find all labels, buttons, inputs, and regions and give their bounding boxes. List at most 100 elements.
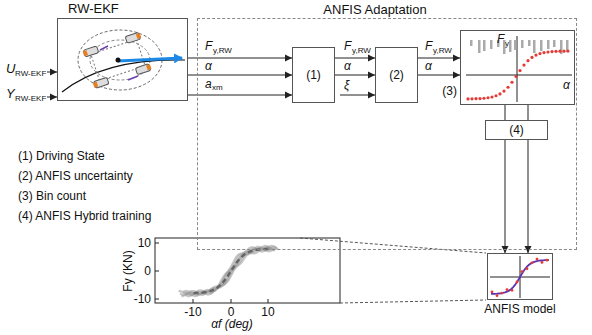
bin-bar	[490, 40, 493, 49]
text-label: 10	[138, 237, 151, 249]
text-label: 10	[261, 306, 274, 318]
connector	[418, 58, 460, 59]
vehicle-illustration	[62, 30, 185, 92]
data-dot	[470, 97, 473, 100]
data-dot	[514, 75, 517, 78]
text-label: F	[425, 40, 432, 52]
subscript-label: xm	[212, 84, 223, 92]
data-dot	[486, 96, 489, 99]
box-label: ANFIS model	[484, 303, 555, 315]
data-dot	[482, 97, 485, 100]
text-label: F	[497, 33, 504, 45]
anfis-model-plot	[490, 256, 550, 298]
subscript-label: y	[505, 40, 509, 48]
connector	[188, 95, 292, 96]
data-dot	[521, 270, 524, 273]
data-dot	[518, 69, 521, 72]
box-label: (4)	[509, 124, 524, 136]
connector	[188, 58, 292, 59]
subscript-label: y,RW	[213, 47, 232, 55]
process-box: (1)	[292, 47, 335, 103]
connector	[335, 58, 375, 59]
data-dot	[474, 97, 477, 100]
text-label: a	[205, 78, 212, 90]
box-label: (1)	[306, 69, 321, 81]
data-dot	[530, 56, 533, 59]
zoom-leader-lines	[300, 238, 486, 303]
text-label: Fy (KN)	[122, 250, 134, 291]
data-dot	[546, 259, 549, 262]
text-label: α	[205, 60, 212, 72]
data-dot	[522, 64, 525, 67]
data-dot	[550, 50, 553, 53]
text-label: ξ	[344, 79, 349, 91]
model-curve	[491, 260, 549, 294]
bin-bar	[540, 40, 543, 51]
fit-curve	[194, 249, 269, 293]
text-label: F	[205, 40, 212, 52]
box-label: RW-EKF	[68, 2, 119, 15]
process-box: (2)	[375, 47, 418, 103]
data-dot	[498, 92, 501, 95]
text-label: α	[425, 60, 432, 72]
data-dot	[491, 291, 494, 294]
tire-force-chart	[155, 238, 340, 303]
data-dot	[466, 97, 469, 100]
data-dot	[516, 281, 519, 284]
connector	[528, 105, 529, 120]
data-dot	[478, 97, 481, 100]
connector	[188, 75, 292, 76]
process-box: RW-EKF	[57, 18, 188, 101]
data-dot	[506, 288, 509, 291]
data-dot	[496, 294, 499, 297]
data-dot	[511, 289, 514, 292]
data-dot	[562, 50, 565, 53]
text-label: -10	[184, 306, 201, 318]
process-box: (3)	[460, 30, 575, 105]
connector	[528, 140, 529, 253]
bin-bar	[470, 40, 473, 46]
text-label: (3) Bin count	[18, 190, 86, 202]
text-label: 0	[144, 265, 151, 277]
input-arrows	[47, 72, 375, 97]
process-box: (4)	[485, 120, 548, 140]
data-dot	[526, 59, 529, 62]
data-dot	[554, 50, 557, 53]
text-label: U	[6, 62, 15, 75]
text-label: (4) ANFIS Hybrid training	[18, 210, 151, 222]
box-label: (2)	[389, 69, 404, 81]
bin-bar	[533, 40, 536, 53]
bin-bar	[528, 40, 531, 46]
subscript-label: RW-EKF	[15, 70, 46, 78]
bin-bar	[478, 40, 481, 53]
connector	[418, 75, 460, 76]
scatter-trace	[182, 246, 277, 297]
data-dot	[490, 95, 493, 98]
bin-bar	[521, 40, 524, 48]
text-label: αf (deg)	[211, 318, 253, 330]
data-dot	[534, 53, 537, 56]
text-label: -10	[134, 293, 151, 305]
data-dot	[531, 261, 534, 264]
data-dot	[494, 94, 497, 97]
bin-count-plot	[466, 36, 572, 102]
bin-bar	[547, 40, 550, 49]
text-label: (2) ANFIS uncertainty	[18, 170, 133, 182]
data-dot	[566, 49, 569, 52]
subscript-label: y,RW	[352, 47, 371, 55]
bin-bar	[509, 40, 512, 52]
box-label: ANFIS Adaptation	[321, 3, 428, 16]
text-label: Y	[6, 87, 15, 100]
data-dot	[558, 50, 561, 53]
data-dot	[506, 86, 509, 89]
bin-bar	[483, 40, 486, 51]
box-label: (3)	[442, 85, 457, 97]
text-label: (1) Driving State	[18, 150, 105, 162]
bin-bar	[553, 40, 556, 47]
data-dot	[541, 261, 544, 264]
subscript-label: RW-EKF	[15, 95, 46, 103]
text-label: F	[344, 40, 351, 52]
